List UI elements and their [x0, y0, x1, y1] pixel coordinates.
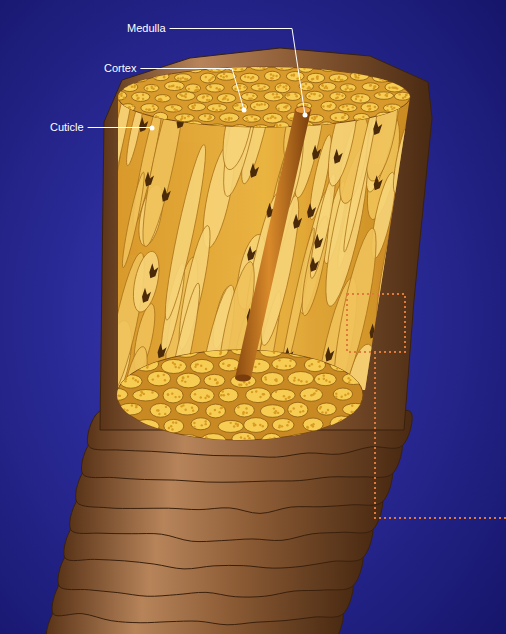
part-label: Medulla — [127, 22, 166, 35]
leader-line — [140, 69, 244, 111]
leader-line — [170, 29, 305, 116]
leader-dot — [150, 126, 155, 131]
leader-dot — [303, 113, 308, 118]
leader-line — [88, 127, 152, 129]
leader-dot — [242, 108, 247, 113]
part-label: Cuticle — [50, 121, 84, 134]
part-label: Cortex — [104, 62, 136, 75]
